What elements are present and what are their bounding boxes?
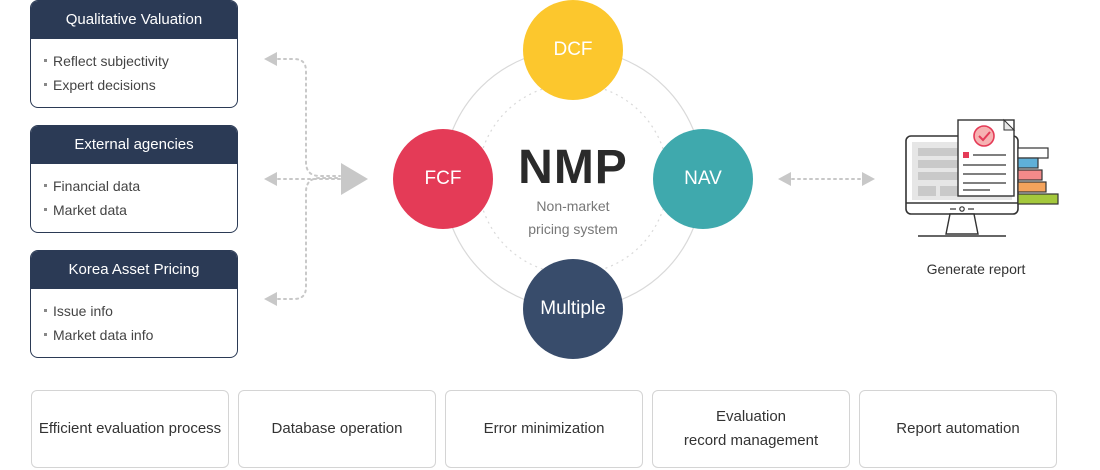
method-circle-nav: NAV	[653, 129, 753, 229]
arrowhead-report-right	[862, 172, 875, 186]
arrowhead-bottom-left	[264, 292, 277, 306]
connector-top	[277, 58, 341, 177]
arrowhead-top-left	[264, 52, 277, 66]
report-monitor-icon	[905, 118, 1059, 237]
source-item: Market data info	[44, 323, 237, 347]
source-card-list: Financial data Market data	[31, 164, 237, 222]
source-item: Expert decisions	[44, 73, 237, 97]
source-card-list: Reflect subjectivity Expert decisions	[31, 39, 237, 97]
source-card-qualitative: Qualitative Valuation Reflect subjectivi…	[30, 0, 238, 108]
arrowhead-middle-left	[264, 172, 277, 186]
arrowhead-report-left	[778, 172, 791, 186]
method-circle-fcf: FCF	[393, 129, 493, 229]
source-item: Market data	[44, 198, 237, 222]
hub-title: NMP	[518, 141, 628, 194]
source-item: Issue info	[44, 299, 237, 323]
connector-bottom	[277, 177, 341, 300]
method-circle-dcf: DCF	[523, 0, 623, 100]
feature-box: Report automation	[859, 390, 1057, 468]
source-card-title: External agencies	[31, 126, 237, 164]
hub-pointer-arrow	[341, 163, 368, 195]
source-card-list: Issue info Market data info	[31, 289, 237, 347]
source-card-external: External agencies Financial data Market …	[30, 125, 238, 233]
method-circle-multiple: Multiple	[523, 259, 623, 359]
feature-box: Efficient evaluation process	[31, 390, 229, 468]
source-card-korea-asset-pricing: Korea Asset Pricing Issue info Market da…	[30, 250, 238, 358]
source-item: Financial data	[44, 174, 237, 198]
feature-box: Database operation	[238, 390, 436, 468]
hub-subtitle: Non-market pricing system	[528, 198, 618, 237]
report-label: Generate report	[926, 261, 1026, 277]
feature-box: Error minimization	[445, 390, 643, 468]
source-card-title: Korea Asset Pricing	[31, 251, 237, 289]
feature-box: Evaluation record management	[652, 390, 850, 468]
source-item: Reflect subjectivity	[44, 49, 237, 73]
source-card-title: Qualitative Valuation	[31, 1, 237, 39]
